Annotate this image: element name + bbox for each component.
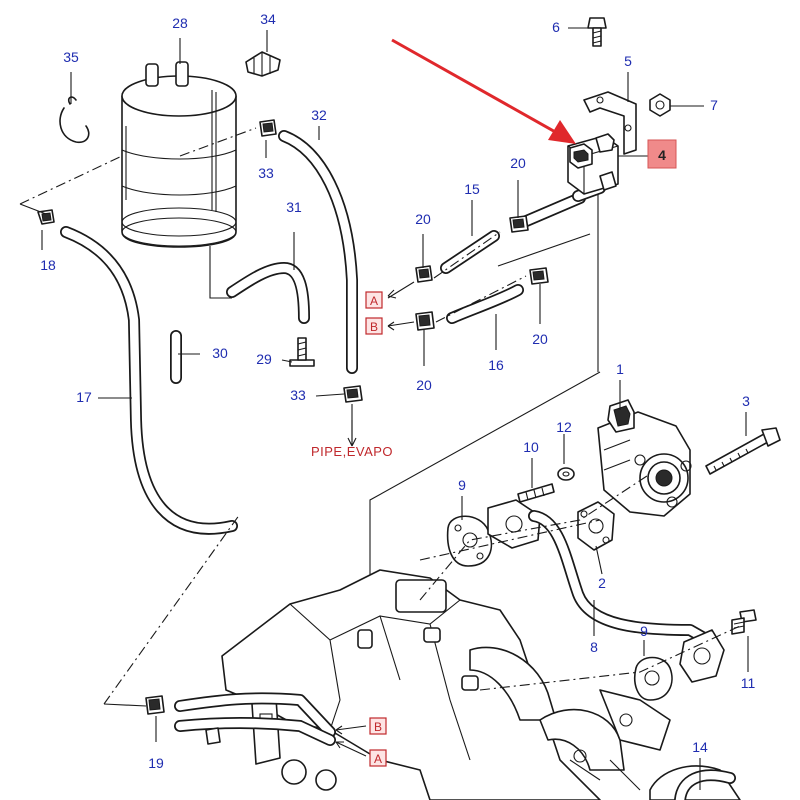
hose-32 (278, 130, 358, 374)
callout-20d: 20 (532, 331, 548, 347)
ref-arrows (335, 281, 415, 757)
nut-7 (649, 93, 671, 117)
highlight-arrow (391, 38, 576, 144)
ref-mark-a-upper: A (365, 291, 383, 309)
callout-15: 15 (464, 181, 480, 197)
hose-16 (446, 284, 524, 324)
callout-34: 34 (260, 11, 276, 27)
callout-9b: 9 (640, 623, 648, 639)
callout-20c: 20 (510, 155, 526, 171)
callout-19: 19 (148, 755, 164, 771)
callout-6: 6 (552, 19, 560, 35)
bolt-29 (289, 337, 315, 367)
callout-4: 4 (658, 147, 666, 163)
bolt-11 (731, 609, 757, 635)
bolt-6 (587, 17, 607, 47)
callout-1: 1 (616, 361, 624, 377)
callout-3: 3 (742, 393, 750, 409)
callout-18: 18 (40, 257, 56, 273)
gasket-9-lower (634, 656, 673, 701)
leader-lines (19, 27, 749, 790)
callout-5: 5 (624, 53, 632, 69)
svg-text:B: B (370, 320, 378, 334)
bracket-5 (583, 91, 637, 155)
svg-text:B: B (374, 720, 382, 734)
callout-20a: 20 (415, 211, 431, 227)
callout-labels: 35 28 34 32 33 31 18 30 29 33 17 20 20 1… (40, 11, 755, 771)
svg-text:A: A (370, 294, 378, 308)
callout-7: 7 (710, 97, 718, 113)
callout-16: 16 (488, 357, 504, 373)
callout-31: 31 (286, 199, 302, 215)
clamp-33a (259, 119, 277, 137)
hose-17 (60, 226, 238, 535)
clamp-18 (37, 209, 55, 225)
ref-mark-a-lower: A (369, 749, 387, 767)
purge-solenoid-valve (567, 133, 619, 195)
clip-34 (245, 51, 281, 77)
ref-mark-b-upper: B (365, 317, 383, 335)
svg-text:A: A (374, 752, 382, 766)
callout-32: 32 (311, 107, 327, 123)
gasket-9-upper (446, 515, 493, 567)
clamp-20a (415, 265, 433, 283)
callout-14: 14 (692, 739, 708, 755)
reference-marks: A B B A (365, 291, 387, 767)
clamp-20d (529, 267, 549, 285)
callout-30: 30 (212, 345, 228, 361)
egr-pipe (487, 499, 725, 683)
gasket-2 (577, 501, 615, 551)
callout-33b: 33 (290, 387, 306, 403)
intake-manifold (174, 569, 741, 800)
callout-28: 28 (172, 15, 188, 31)
charcoal-canister (121, 61, 237, 299)
ref-mark-b-lower: B (369, 717, 387, 735)
callout-17: 17 (76, 389, 92, 405)
strap-35 (59, 96, 90, 144)
clamp-20b (415, 311, 435, 331)
callout-11: 11 (741, 675, 756, 691)
stud-10 (517, 483, 555, 503)
hose-31 (226, 262, 310, 324)
callout-8: 8 (590, 639, 598, 655)
callout-2: 2 (598, 575, 606, 591)
callout-20b: 20 (416, 377, 432, 393)
callout-10: 10 (523, 439, 539, 455)
bolt-3 (705, 427, 781, 475)
highlight-callout-4[interactable]: 4 (647, 139, 677, 169)
pipe-evapo-note: PIPE,EVAPO (311, 444, 393, 459)
washer-12 (557, 467, 575, 481)
callout-29: 29 (256, 351, 272, 367)
callout-9a: 9 (458, 477, 466, 493)
egr-valve (597, 399, 692, 517)
callout-35: 35 (63, 49, 79, 65)
clamp-19 (145, 695, 165, 715)
clamp-20c (509, 215, 529, 233)
clamp-33b (343, 385, 363, 403)
callout-12: 12 (556, 419, 572, 435)
callout-33a: 33 (258, 165, 274, 181)
